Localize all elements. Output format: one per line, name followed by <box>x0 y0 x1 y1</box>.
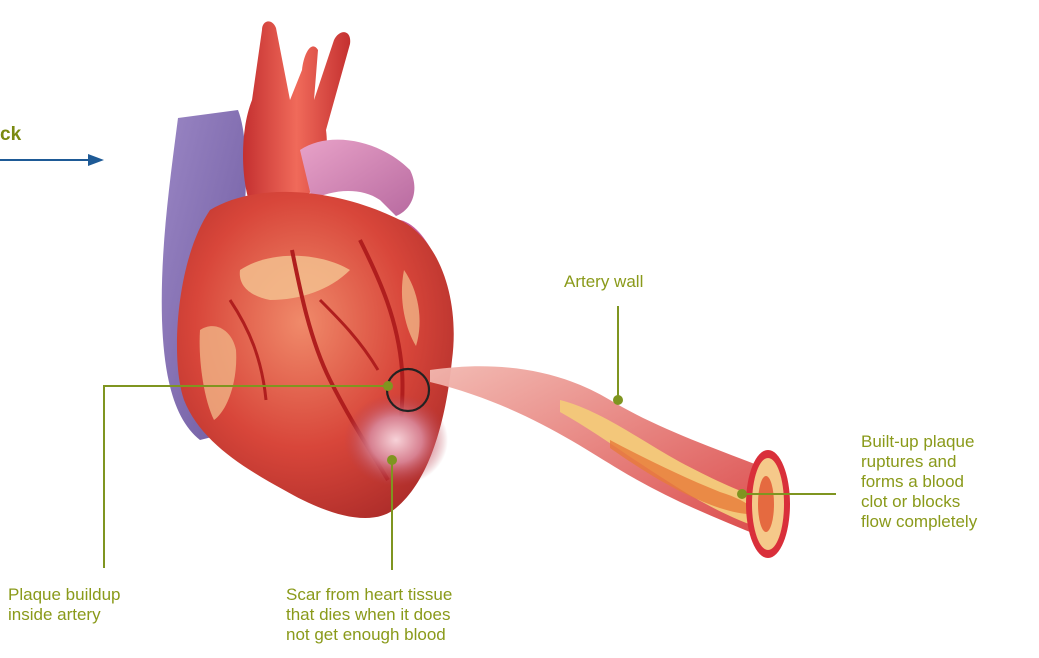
enlarged-artery-illustration <box>430 366 790 558</box>
dot-artery-wall <box>613 395 623 405</box>
heart-illustration <box>162 21 454 518</box>
label-line: Scar from heart tissue <box>286 585 526 605</box>
label-line: Plaque buildup <box>8 585 208 605</box>
dot-scar <box>387 455 397 465</box>
dot-plaque-buildup <box>383 381 393 391</box>
dot-plaque-rupture <box>737 489 747 499</box>
label-line: flow completely <box>861 512 1039 532</box>
label-scar: Scar from heart tissue that dies when it… <box>286 585 526 645</box>
label-line: inside artery <box>8 605 208 625</box>
label-line: Built-up plaque <box>861 432 1039 452</box>
label-line: not get enough blood <box>286 625 526 645</box>
label-plaque-buildup: Plaque buildup inside artery <box>8 585 208 625</box>
label-line: forms a blood <box>861 472 1039 492</box>
label-artery-wall: Artery wall <box>564 272 643 292</box>
label-line: that dies when it does <box>286 605 526 625</box>
pointer-arrow <box>0 154 104 166</box>
label-line: ruptures and <box>861 452 1039 472</box>
label-plaque-rupture: Built-up plaque ruptures and forms a blo… <box>861 432 1039 532</box>
title-fragment: ck <box>0 124 21 146</box>
label-line: clot or blocks <box>861 492 1039 512</box>
